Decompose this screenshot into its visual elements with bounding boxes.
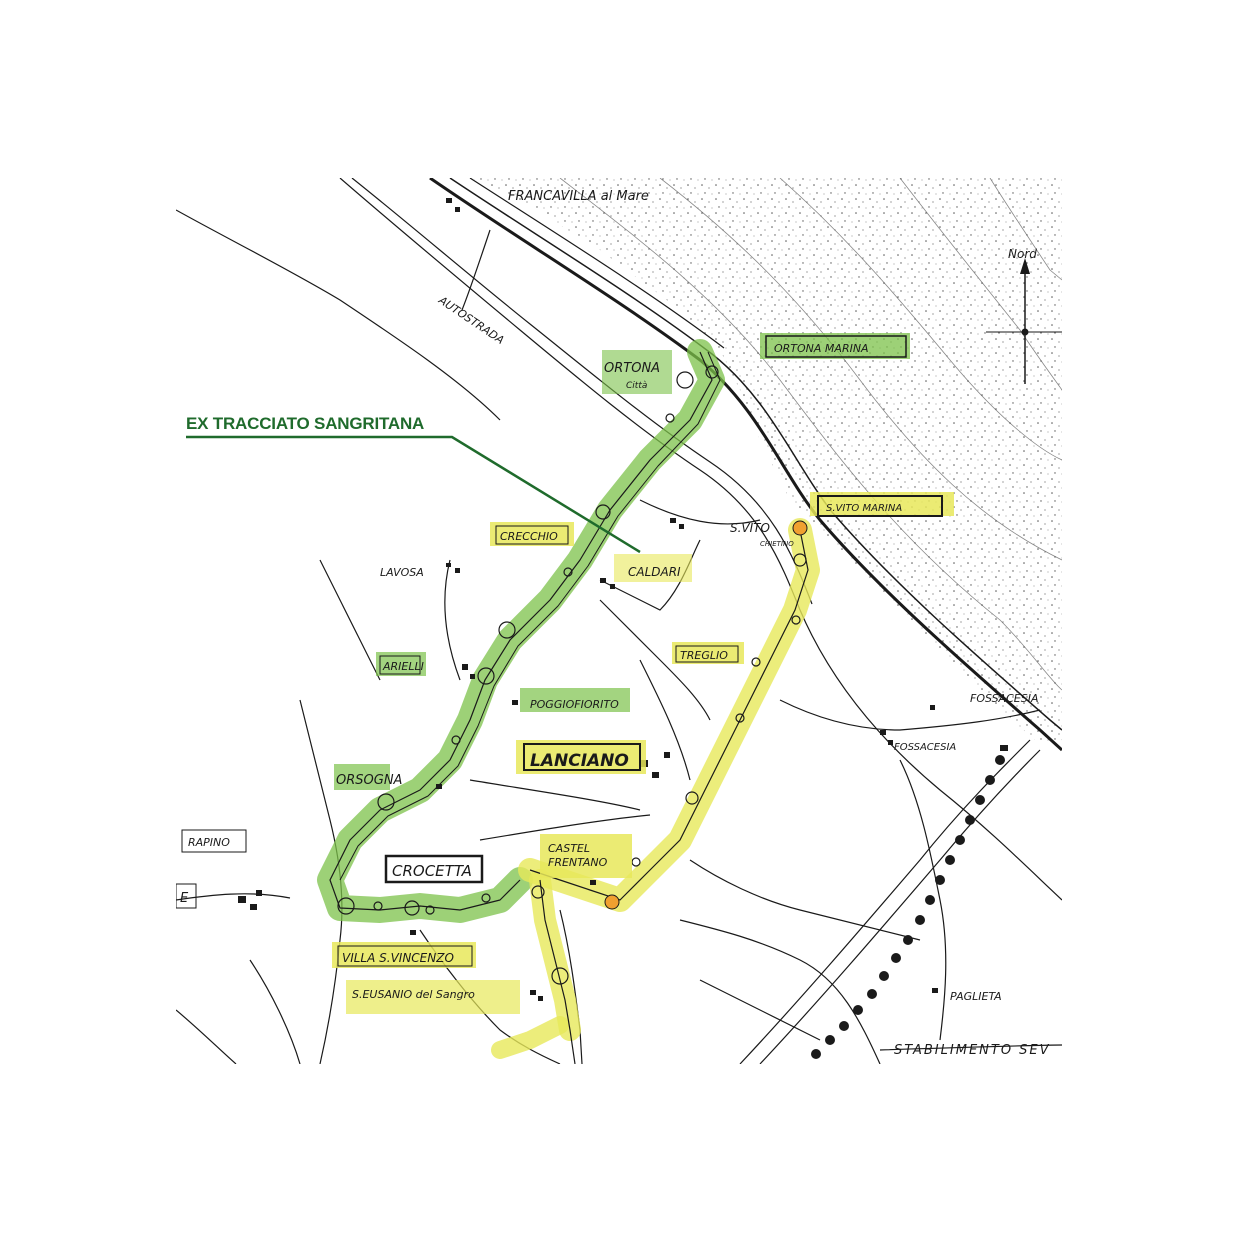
sea-area — [470, 178, 1062, 745]
green-route — [317, 339, 725, 923]
label-stabilimento: STABILIMENTO SEV — [894, 1043, 1051, 1058]
coastal-railway — [429, 178, 1062, 752]
label-frames — [176, 335, 943, 967]
label-ortona-citta: ORTONA — [604, 361, 660, 376]
label-castel-frentano: CASTEL — [548, 842, 590, 855]
label-paglieta: PAGLIETA — [950, 990, 1002, 1003]
north-arrow-icon — [986, 258, 1062, 384]
label-ortona-marina: ORTONA MARINA — [774, 342, 869, 355]
label-s-vito-chietino-2: CHIETINO — [760, 540, 794, 548]
label-caldari: CALDARI — [628, 565, 681, 579]
route-legend-label: EX TRACCIATO SANGRITANA — [186, 414, 425, 433]
yellow-route — [491, 518, 820, 1064]
label-autostrada: AUTOSTRADA — [435, 293, 506, 347]
depth-contours — [559, 178, 1062, 691]
label-castel-frentano-2: FRENTANO — [548, 856, 608, 869]
label-villa-s-vincenzo: VILLA S.VINCENZO — [342, 951, 454, 965]
label-fossacesia-lower: FOSSACESIA — [894, 742, 956, 753]
label-lanciano: LANCIANO — [530, 751, 629, 771]
label-francavilla: FRANCAVILLA al Mare — [508, 189, 649, 204]
label-arielli: ARIELLI — [382, 660, 424, 673]
dotted-railway — [811, 755, 1005, 1059]
label-ortona-citta-2: Città — [626, 381, 647, 391]
label-s-eusanio: S.EUSANIO del Sangro — [352, 988, 475, 1001]
label-s-vito-marina: S.VITO MARINA — [826, 503, 902, 514]
label-treglio: TREGLIO — [680, 649, 728, 662]
label-lavosa: LAVOSA — [380, 566, 424, 579]
label-crecchio: CRECCHIO — [500, 530, 558, 543]
legend-leader-line — [186, 435, 641, 554]
label-compass-north: Nord — [1008, 247, 1037, 261]
label-orsogna: ORSOGNA — [336, 773, 402, 788]
label-poggiofiorito: POGGIOFIORITO — [530, 698, 619, 711]
label-crocetta: CROCETTA — [392, 862, 472, 880]
label-s-vito-chietino: S.VITO — [730, 521, 770, 535]
label-fossacesia-upper: FOSSACESIA — [970, 692, 1038, 705]
label-e-fragment: E — [180, 891, 189, 906]
label-rapino: RAPINO — [188, 836, 230, 849]
